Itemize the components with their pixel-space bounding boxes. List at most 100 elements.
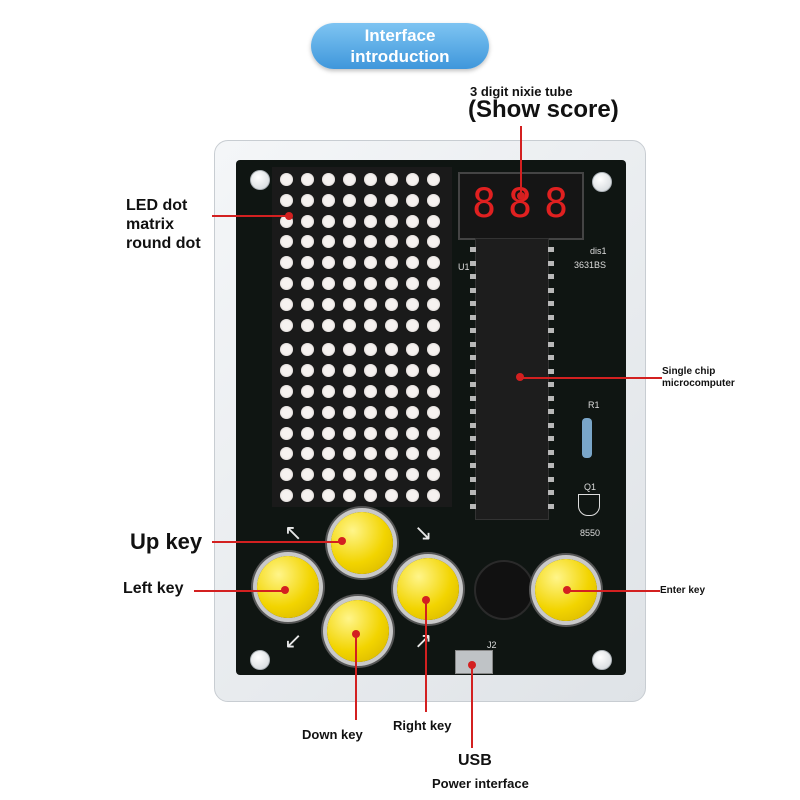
led-dot [301, 447, 314, 461]
led-dot [427, 489, 440, 502]
led-dot [322, 405, 335, 419]
callout-dot [468, 661, 476, 669]
callout-line [194, 590, 284, 592]
arrow-down-left-icon: ↙ [284, 628, 303, 653]
led-dot [322, 277, 335, 290]
callout-line [520, 126, 522, 196]
led-dot [343, 173, 356, 186]
chip-pin [470, 476, 476, 482]
led-dot [385, 173, 398, 186]
chip-pin [470, 490, 476, 495]
led-dot [406, 235, 419, 249]
right-key-button[interactable] [397, 558, 459, 620]
chip-pin [548, 476, 554, 482]
led-dot [385, 364, 398, 378]
led-dot [364, 343, 377, 357]
led-dot [406, 447, 419, 461]
silk-part: 3631BS [574, 260, 607, 270]
led-dot [406, 405, 419, 419]
chip-pin [548, 490, 554, 495]
led-dot [364, 256, 377, 270]
led-dot [385, 405, 398, 419]
led-dot [406, 173, 419, 186]
callout-dot [281, 586, 289, 594]
led-dot [322, 364, 335, 378]
led-dot [364, 468, 377, 482]
buzzer-icon [474, 560, 534, 620]
led-dot [427, 364, 440, 378]
led-dot [364, 277, 377, 290]
silk-u: U1 [458, 262, 470, 272]
led-dot [427, 297, 440, 311]
callout-line [471, 664, 473, 748]
led-dot [301, 343, 314, 357]
led-caption-line-1: LED dot [126, 197, 188, 214]
led-dot [301, 489, 314, 502]
chip-pin [548, 328, 554, 333]
silk-j: J2 [487, 640, 497, 650]
callout-dot [338, 537, 346, 545]
chip-caption-line-1: Single chip [662, 366, 716, 377]
screw-icon [250, 170, 270, 190]
led-dot [301, 235, 314, 249]
usb-caption-sub: Power interface [432, 776, 529, 791]
chip-pin [548, 274, 554, 279]
chip-pin [548, 463, 554, 468]
silk-r: R1 [588, 400, 600, 410]
chip-pin [470, 449, 476, 455]
led-dot [385, 385, 398, 398]
led-dot [322, 256, 335, 270]
led-dot [406, 489, 419, 502]
chip-pin [470, 341, 476, 347]
led-dot [343, 277, 356, 290]
led-dot [301, 318, 314, 332]
chip-pin [548, 422, 554, 428]
up-key-caption: Up key [130, 529, 203, 554]
led-dot [280, 256, 293, 270]
arrow-up-left-icon: ↖ [284, 520, 303, 545]
chip-pin [548, 287, 554, 293]
led-dot [280, 405, 293, 419]
led-dot [406, 193, 419, 207]
led-dot [301, 297, 314, 311]
led-dot [280, 489, 293, 502]
led-dot [280, 426, 293, 440]
resistor-icon [582, 418, 592, 458]
led-dot [385, 447, 398, 461]
chip-pin [548, 368, 554, 374]
chip-pin [470, 355, 476, 360]
chip-pin [470, 382, 476, 387]
led-dot [364, 214, 377, 228]
led-caption: LED dot matrix round dot [126, 196, 201, 253]
led-dot [406, 214, 419, 228]
silk-q: Q1 [584, 482, 597, 492]
silk-dis: dis1 [590, 246, 607, 256]
chip-pin [470, 328, 476, 333]
led-dot [280, 173, 293, 186]
left-key-caption: Left key [123, 580, 184, 597]
callout-dot [352, 630, 360, 638]
chip-pin [548, 247, 554, 252]
led-dot [301, 214, 314, 228]
chip-pin [548, 503, 554, 509]
led-dot [385, 343, 398, 357]
led-dot [280, 277, 293, 290]
chip-pin [470, 314, 476, 320]
title-line-1: Interface [364, 26, 436, 45]
led-dot [301, 364, 314, 378]
chip-pin [548, 395, 554, 401]
chip-pin [470, 436, 476, 441]
chip-pin [470, 260, 476, 266]
callout-dot [422, 596, 430, 604]
led-dot [343, 468, 356, 482]
led-dot [427, 214, 440, 228]
led-dot [427, 343, 440, 357]
nixie-digit: 8 [543, 181, 569, 227]
led-dot [427, 426, 440, 440]
down-key-caption: Down key [302, 727, 363, 742]
led-dot [322, 489, 335, 502]
right-key-caption: Right key [393, 718, 452, 733]
led-dot [406, 426, 419, 440]
led-dot [301, 405, 314, 419]
chip-caption: Single chip microcomputer [662, 366, 735, 390]
